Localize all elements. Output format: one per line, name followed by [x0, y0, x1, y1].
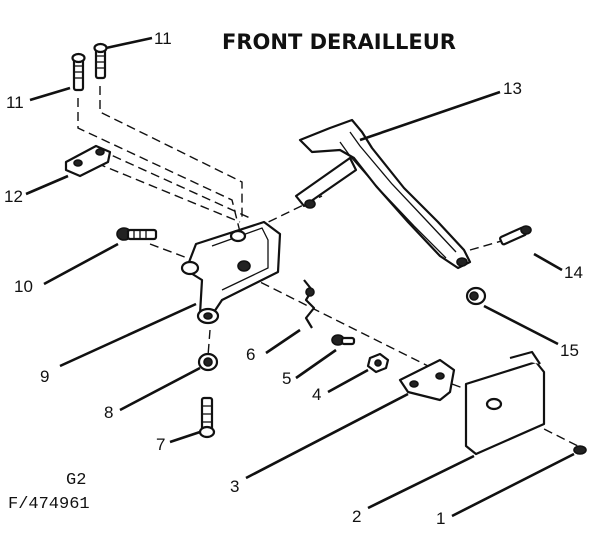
callout-14: 14 — [564, 263, 583, 282]
derailleur-body-part-9 — [180, 220, 282, 325]
callout-6: 6 — [246, 345, 255, 364]
callout-leader-lines — [25, 36, 575, 518]
callout-2: 2 — [352, 507, 361, 526]
callout-15: 15 — [560, 341, 579, 360]
callout-11-top: 11 — [154, 29, 172, 48]
plate-part-3 — [398, 358, 456, 402]
callout-11-left: 11 — [6, 93, 24, 112]
clamp-plate-part-12 — [64, 144, 112, 178]
callout-10: 10 — [14, 277, 33, 296]
part-number: F/474961 — [8, 495, 90, 514]
screw-part-14 — [499, 225, 532, 246]
bolt-part-10 — [116, 227, 158, 241]
bolt-part-7 — [198, 396, 216, 439]
callout-1: 1 — [436, 509, 445, 528]
shift-arm-part-13 — [294, 118, 472, 270]
spring-part-6 — [303, 279, 316, 329]
drawing-code: G2 — [66, 471, 86, 490]
callout-9: 9 — [40, 367, 49, 386]
callout-7: 7 — [156, 435, 165, 454]
callout-13: 13 — [503, 79, 522, 98]
screw-part-1 — [573, 445, 587, 455]
cage-plate-part-2 — [464, 350, 546, 456]
callout-8: 8 — [104, 403, 113, 422]
screw-part-11-right — [93, 42, 108, 80]
callout-5: 5 — [282, 369, 291, 388]
callout-4: 4 — [312, 385, 321, 404]
screw-part-5 — [331, 334, 356, 346]
callout-3: 3 — [230, 477, 239, 496]
nut-part-4 — [366, 352, 390, 374]
screw-part-11-left — [71, 52, 86, 92]
bushing-part-15 — [465, 286, 487, 306]
diagram-title: FRONT DERAILLEUR — [222, 30, 456, 54]
callout-numbers: 11 11 12 13 10 14 6 5 4 15 9 8 7 3 2 1 — [4, 29, 583, 528]
nut-part-8 — [197, 352, 219, 372]
callout-12: 12 — [4, 187, 23, 206]
